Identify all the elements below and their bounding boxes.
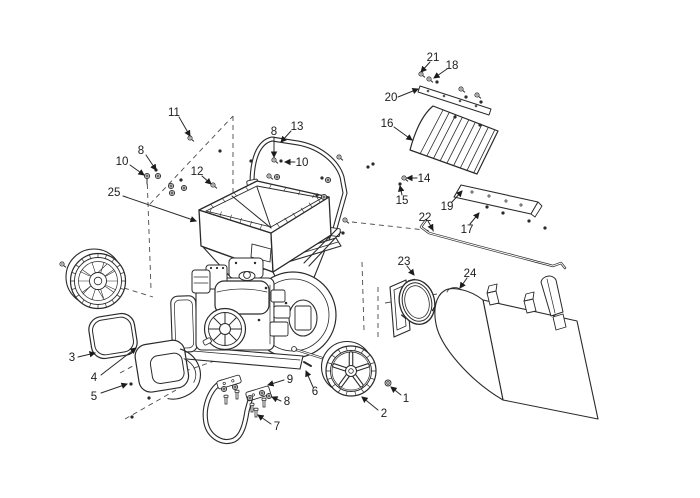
callout-11: 11 [168, 107, 180, 119]
callout-23: 23 [398, 256, 411, 268]
callout-18-arrow [433, 68, 448, 79]
callout-15-arrow [398, 185, 405, 196]
callout-8c: 8 [284, 396, 290, 408]
callout-10a: 10 [116, 156, 129, 168]
callout-21: 21 [427, 52, 440, 64]
callout-20: 20 [385, 92, 398, 104]
callout-2-arrow [361, 396, 379, 411]
callout-10b: 10 [296, 157, 309, 169]
callout-12-arrow [201, 175, 212, 185]
chute-cover [134, 339, 201, 400]
callout-9: 9 [287, 374, 293, 386]
callout-1: 1 [403, 393, 409, 405]
callout-7-arrow [257, 414, 272, 425]
callout-11-arrow [178, 116, 191, 137]
callout-8a-arrow [145, 154, 157, 171]
callout-17-arrow [469, 212, 480, 225]
callout-4: 4 [91, 372, 98, 384]
support-bar [453, 184, 543, 218]
callout-20-arrow [397, 88, 419, 98]
callout-7: 7 [274, 421, 280, 433]
callout-9-arrow [267, 379, 285, 387]
callout-13: 13 [291, 121, 304, 133]
callout-25: 25 [108, 187, 121, 199]
fasteners [59, 71, 547, 419]
callout-5: 5 [91, 391, 97, 403]
callout-18: 18 [446, 60, 459, 72]
callout-2: 2 [381, 408, 387, 420]
callout-13-arrow [280, 130, 292, 143]
callout-3: 3 [69, 352, 75, 364]
wheel-left [65, 248, 127, 310]
callout-22: 22 [419, 212, 432, 224]
callout-21-arrow [420, 61, 431, 73]
clamp-ring [389, 278, 437, 338]
callout-8c-arrow [271, 396, 282, 403]
callout-12: 12 [191, 166, 204, 178]
callout-22-arrow [427, 220, 434, 231]
callout-16-arrow [393, 126, 413, 141]
wheel-right [320, 340, 377, 397]
callout-3-arrow [77, 351, 96, 358]
callout-17: 17 [461, 224, 474, 236]
callout-1-arrow [390, 386, 402, 396]
callout-19: 19 [441, 201, 454, 213]
callout-8a: 8 [138, 145, 144, 157]
engine-assembly [163, 257, 337, 370]
screen-panel [409, 105, 499, 175]
callout-24: 24 [464, 268, 477, 280]
callout-23-arrow [406, 265, 415, 276]
callout-25-arrow [122, 195, 197, 223]
callout-10a-arrow [129, 164, 145, 176]
callout-8b: 8 [271, 126, 277, 138]
callout-4-arrow [100, 347, 137, 376]
callout-24-arrow [459, 277, 468, 289]
callout-6-arrow [305, 370, 314, 388]
callout-16: 16 [381, 118, 394, 130]
callouts: 11 8 10 12 25 8 13 10 21 18 20 16 14 15 … [69, 52, 480, 433]
deflector-rod [419, 218, 567, 270]
discharge-deflector [434, 275, 599, 420]
belt-ring [88, 312, 138, 360]
callout-5-arrow [100, 382, 128, 394]
support-handle [202, 374, 271, 445]
callout-6: 6 [312, 386, 318, 398]
callout-15: 15 [396, 195, 409, 207]
callout-19-arrow [451, 190, 463, 203]
callout-14: 14 [418, 173, 431, 185]
